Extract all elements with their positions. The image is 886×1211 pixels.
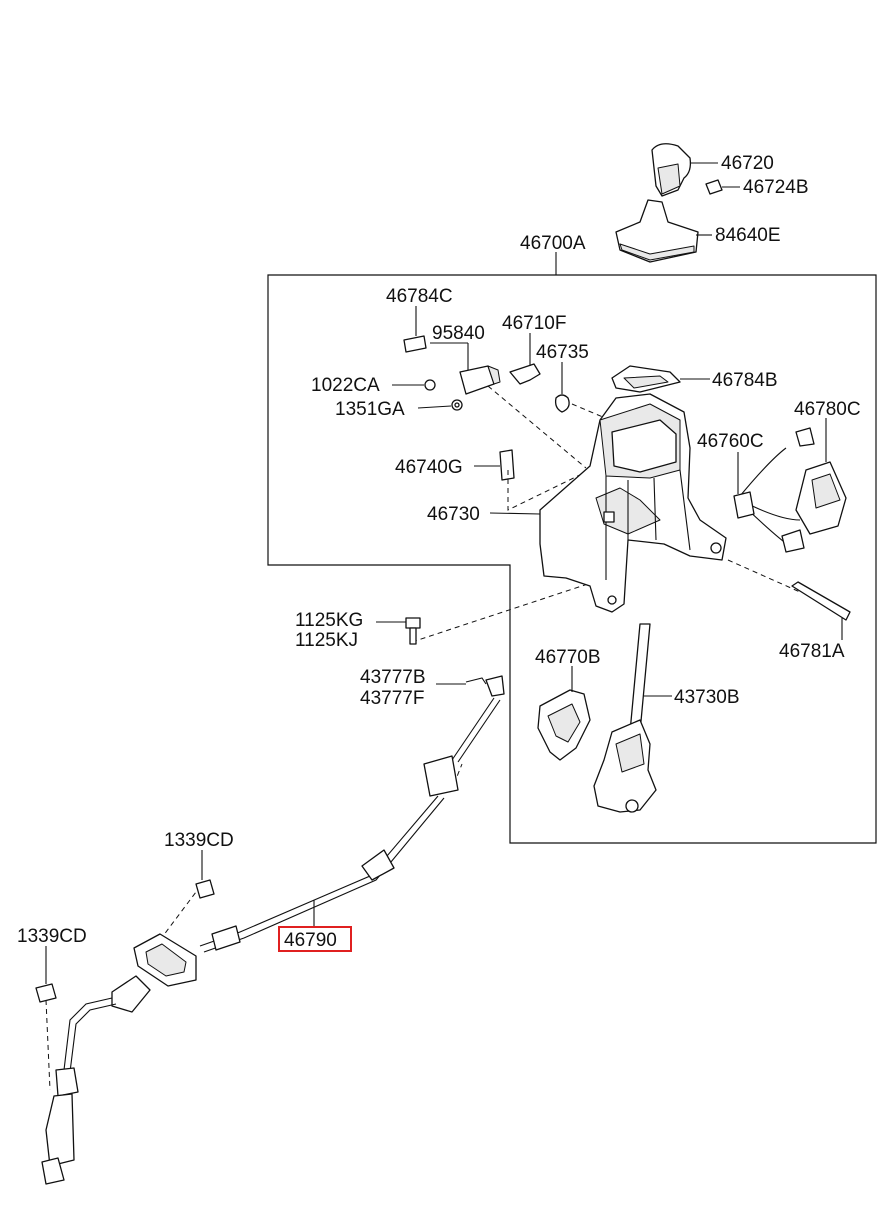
label-95840: 95840 [432,323,485,344]
shifter-housing [539,393,727,613]
sensor-95840 [459,365,501,395]
indicator-46784B [611,365,681,393]
label-46784C: 46784C [386,286,453,307]
highlight-box-46790 [278,926,352,952]
nut-1339CD-b [35,983,57,1003]
knob-button [705,179,723,195]
label-46780C: 46780C [794,399,861,420]
clip-46784C [403,335,427,353]
harness-46760C [733,447,805,553]
bolt-1125KG [405,617,421,645]
label-84640E: 84640E [715,225,781,246]
label-1125KG: 1125KG [295,610,363,631]
label-1339CD-b: 1339CD [17,926,87,947]
bracket-46770B [537,689,591,761]
label-46781A: 46781A [779,641,845,662]
label-46730: 46730 [427,504,480,525]
lever-43730B [593,623,657,813]
label-43777B: 43777B [360,667,426,688]
label-1022CA: 1022CA [311,375,380,396]
shift-cable [41,675,505,1185]
label-46784B: 46784B [712,370,778,391]
label-1339CD-a: 1339CD [164,830,234,851]
label-46735: 46735 [536,342,589,363]
assembly-frame [267,274,877,844]
nut-1022CA [424,379,436,391]
pin-46735 [554,394,570,413]
label-46710F: 46710F [502,313,566,334]
label-46720: 46720 [721,153,774,174]
clip-46740G [499,449,515,481]
shift-boot [615,199,699,263]
clip-43777B [465,677,487,685]
label-1351GA: 1351GA [335,399,405,420]
label-46790[interactable]: 46790 [284,930,337,951]
label-46760C: 46760C [697,431,764,452]
label-43730B: 43730B [674,687,740,708]
label-46770B: 46770B [535,647,601,668]
label-1125KJ: 1125KJ [295,630,358,651]
washer-1351GA [451,399,463,411]
nut-1339CD-a [195,879,215,899]
label-43777F: 43777F [360,688,424,709]
pin-46781A [791,581,851,621]
label-46700A: 46700A [520,233,586,254]
shift-knob [651,143,692,197]
bracket-46710F [509,363,541,385]
switch-46780C [795,427,847,535]
label-46724B: 46724B [743,177,809,198]
label-46740G: 46740G [395,457,463,478]
